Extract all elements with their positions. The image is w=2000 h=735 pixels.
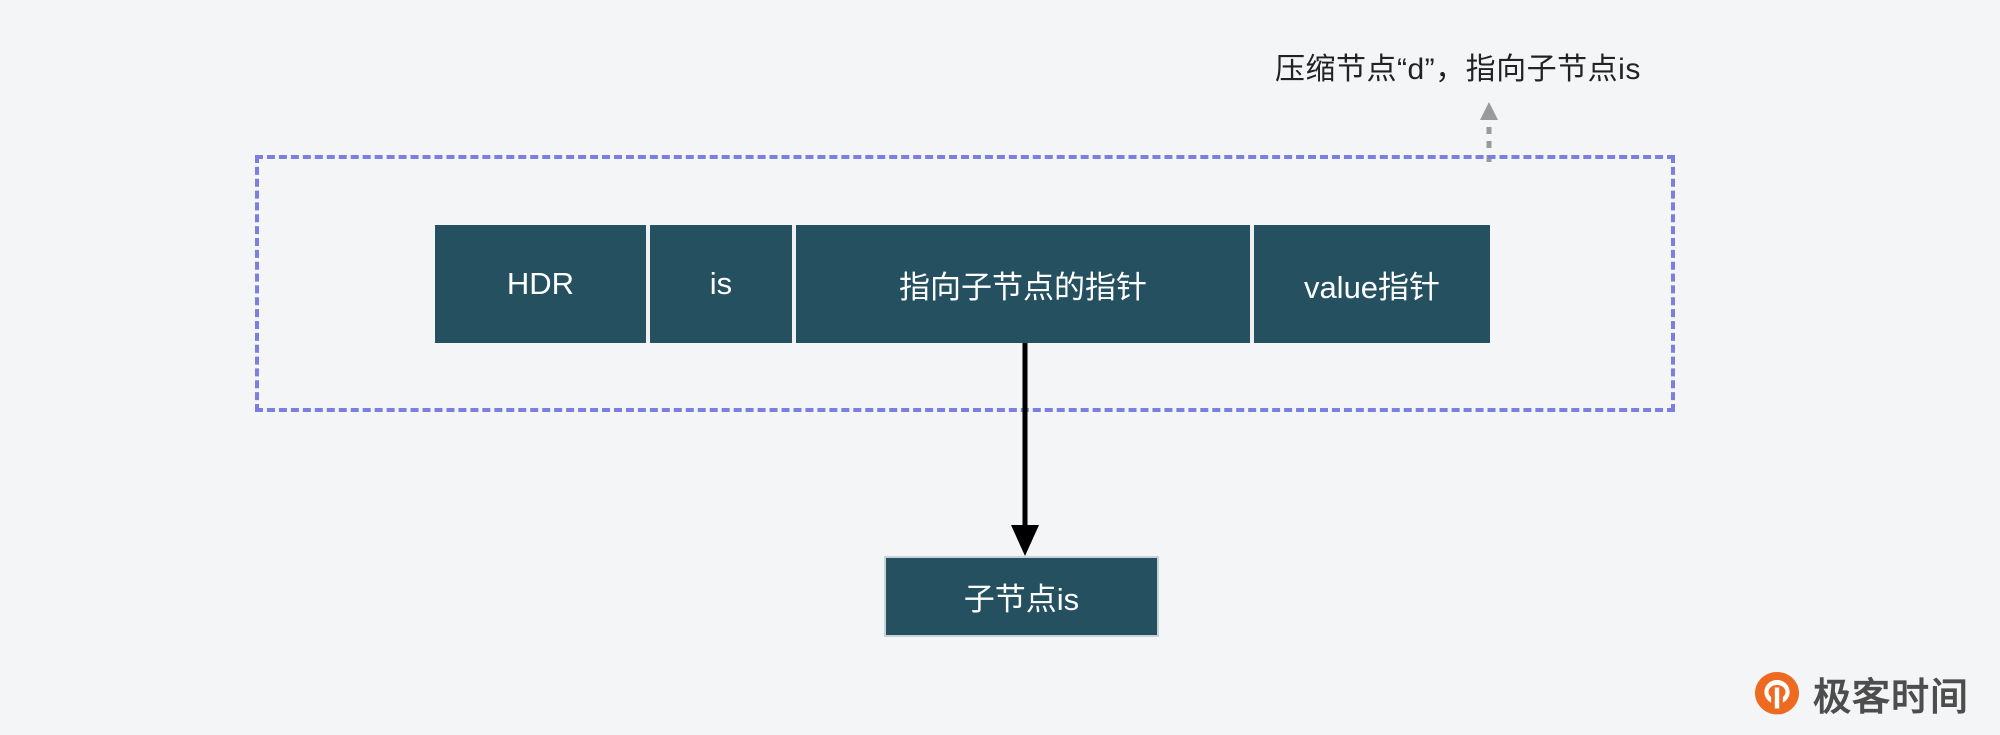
node-cell-key-label: is	[709, 266, 733, 301]
leader-arrow-icon	[1480, 102, 1498, 162]
node-cell-value-pointer: value指针	[1254, 225, 1490, 343]
node-cell-child-pointer-label: 指向子节点的指针	[899, 269, 1147, 305]
compressed-node: HDR is 指向子节点的指针 value指针	[435, 225, 1490, 343]
node-cell-hdr: HDR	[435, 225, 646, 343]
compressed-node-group-box	[255, 155, 1675, 412]
child-pointer-arrow-icon	[1011, 343, 1039, 556]
watermark-logo: 极客时间	[1753, 666, 1969, 721]
geektime-logo-icon	[1755, 671, 1799, 714]
node-cell-value-pointer-label: value指针	[1303, 269, 1441, 305]
node-cell-key: is	[650, 225, 792, 343]
node-cell-child-pointer: 指向子节点的指针	[796, 225, 1250, 343]
annotation-label: 压缩节点“d”，指向子节点is	[1275, 53, 1641, 86]
geektime-brand-text: 极客时间	[1813, 677, 1970, 719]
child-node: 子节点is	[884, 556, 1159, 637]
node-cell-hdr-label: HDR	[506, 266, 575, 301]
child-node-label: 子节点is	[963, 582, 1080, 617]
